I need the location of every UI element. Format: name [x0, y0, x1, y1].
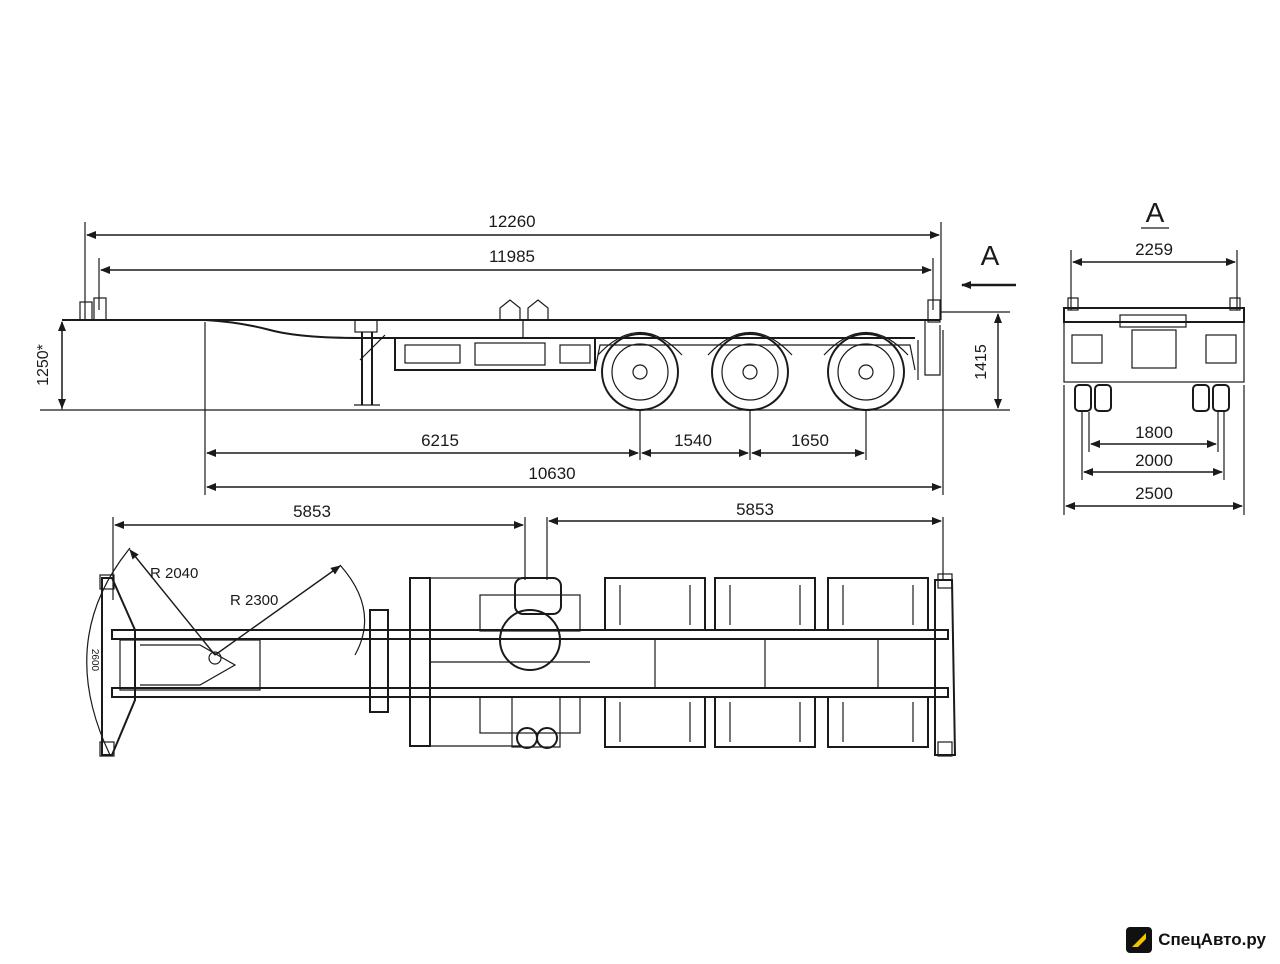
dim-leg-to-rear: 10630: [528, 464, 575, 483]
watermark-text: СпецАвто.ру: [1158, 930, 1266, 949]
dim-rear-top-width: 2259: [1135, 240, 1173, 259]
dim-platform-length: 11985: [489, 247, 535, 266]
main-beam-right: [111, 687, 949, 698]
dim-axle-spacing-2: 1650: [791, 431, 829, 450]
dim-overall-width: 2500: [1135, 484, 1173, 503]
dim-track-inner: 1800: [1135, 423, 1173, 442]
dim-axle-spacing-1: 1540: [674, 431, 712, 450]
main-beam-left: [111, 629, 949, 640]
front-width-label: 2600: [89, 649, 100, 672]
side-view: 12260 11985 A: [35, 212, 1016, 495]
wheel-2: [711, 333, 789, 411]
view-marker-a: A: [981, 240, 1000, 271]
deck-outline: [62, 319, 915, 339]
rear-view-title: A: [1146, 197, 1165, 228]
rear-view: A 2259 1800 2000 2500: [1063, 197, 1245, 515]
turn-radius-1: R 2040: [150, 565, 198, 582]
dim-kingpin-rear: 5853: [736, 500, 774, 519]
axle-section-3: [827, 577, 929, 748]
top-view: 5853 5853 R 2040 R 2300 2600: [86, 500, 957, 757]
dim-overall-length: 12260: [488, 212, 535, 231]
dim-leg-to-axle: 6215: [421, 431, 459, 450]
kingpin-plate: [499, 609, 561, 671]
watermark: СпецАвто.ру: [1120, 925, 1272, 955]
turn-radius-2: R 2300: [230, 592, 278, 609]
dim-deck-height: 1250*: [35, 344, 52, 386]
dim-rear-height: 1415: [973, 344, 990, 380]
dim-kingpin-front: 5853: [293, 502, 331, 521]
axle-section-1: [604, 577, 706, 748]
dim-track-mid: 2000: [1135, 451, 1173, 470]
brand-logo-icon: [1126, 927, 1153, 953]
axle-section-2: [714, 577, 816, 748]
